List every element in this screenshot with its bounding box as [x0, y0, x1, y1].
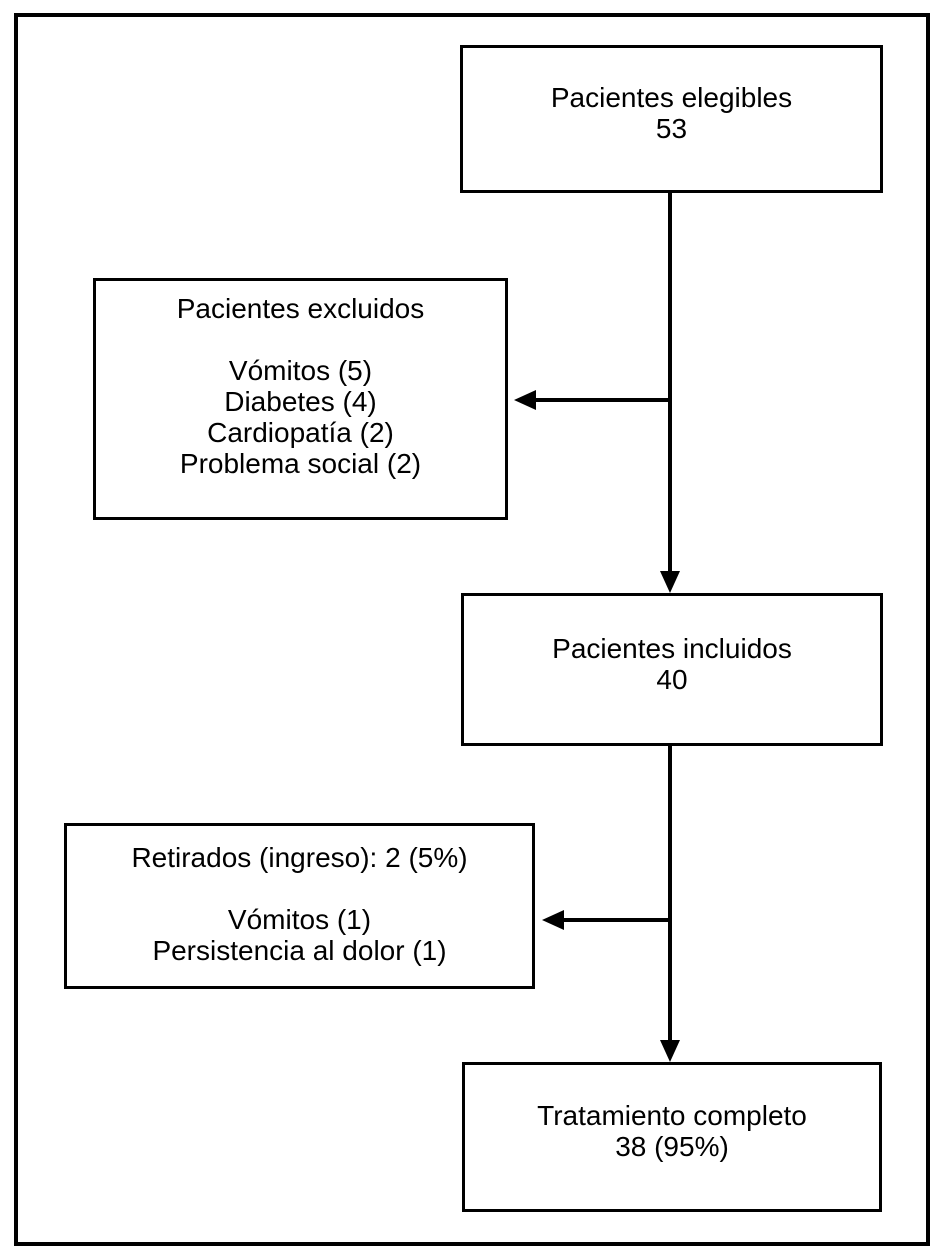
- arrow-line-included-to-complete: [668, 746, 672, 1042]
- box-line: Pacientes incluidos: [552, 632, 792, 664]
- box-line: Vómitos (1): [227, 904, 372, 935]
- arrow-line-eligible-to-included: [668, 193, 672, 575]
- flow-box-treatment-complete: Tratamiento completo 38 (95%): [462, 1062, 882, 1212]
- box-line: Pacientes excluidos: [176, 293, 425, 324]
- box-line: Vómitos (5): [228, 355, 373, 386]
- arrowhead-left-icon: [542, 910, 564, 930]
- box-line: Pacientes elegibles: [550, 82, 793, 113]
- arrowhead-left-icon: [514, 390, 536, 410]
- box-line: Diabetes (4): [224, 386, 377, 417]
- flow-box-included-patients: Pacientes incluidos 40: [461, 593, 883, 746]
- box-line: Persistencia al dolor (1): [152, 935, 447, 966]
- box-line: Cardiopatía (2): [207, 417, 394, 448]
- box-line: 38 (95%): [615, 1131, 729, 1162]
- box-line: Tratamiento completo: [537, 1100, 807, 1131]
- box-line: Retirados (ingreso): 2 (5%): [131, 842, 468, 873]
- flow-box-excluded-patients: Pacientes excluidos Vómitos (5) Diabetes…: [93, 278, 508, 520]
- outer-border: [14, 13, 930, 1246]
- box-line: 40: [656, 663, 688, 695]
- box-line: 53: [655, 113, 688, 144]
- arrow-line-branch-to-withdrawn: [562, 918, 670, 922]
- box-line: Problema social (2): [179, 448, 422, 479]
- flow-box-eligible-patients: Pacientes elegibles 53: [460, 45, 883, 193]
- arrowhead-down-icon: [660, 571, 680, 593]
- flow-box-withdrawn-patients: Retirados (ingreso): 2 (5%) Vómitos (1) …: [64, 823, 535, 989]
- arrow-line-branch-to-excluded: [534, 398, 670, 402]
- arrowhead-down-icon: [660, 1040, 680, 1062]
